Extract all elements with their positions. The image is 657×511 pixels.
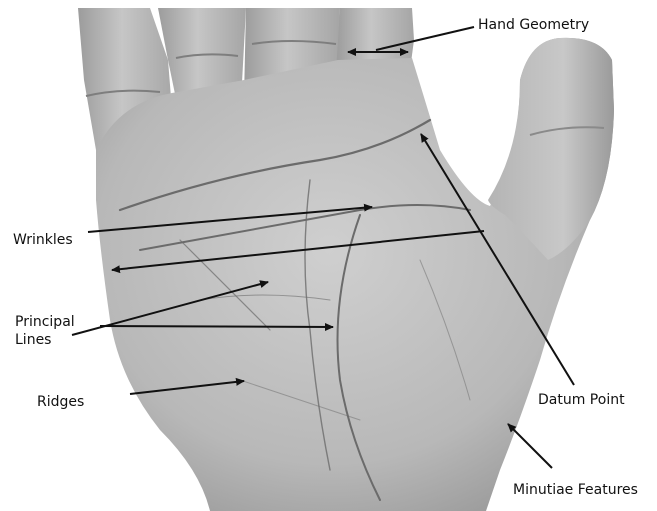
minutiae-features-arrow <box>508 424 552 468</box>
principal-lines-arrow-2 <box>100 326 333 327</box>
label-principal-lines-line-2: Lines <box>15 332 75 349</box>
label-hand-geometry: Hand Geometry <box>478 17 589 34</box>
label-principal-lines-line-1: Principal <box>15 314 75 331</box>
label-ridges: Ridges <box>37 394 84 411</box>
label-principal-lines: Principal Lines <box>15 314 75 349</box>
label-minutiae-features: Minutiae Features <box>513 482 638 499</box>
label-datum-point: Datum Point <box>538 392 625 409</box>
label-wrinkles: Wrinkles <box>13 232 73 249</box>
